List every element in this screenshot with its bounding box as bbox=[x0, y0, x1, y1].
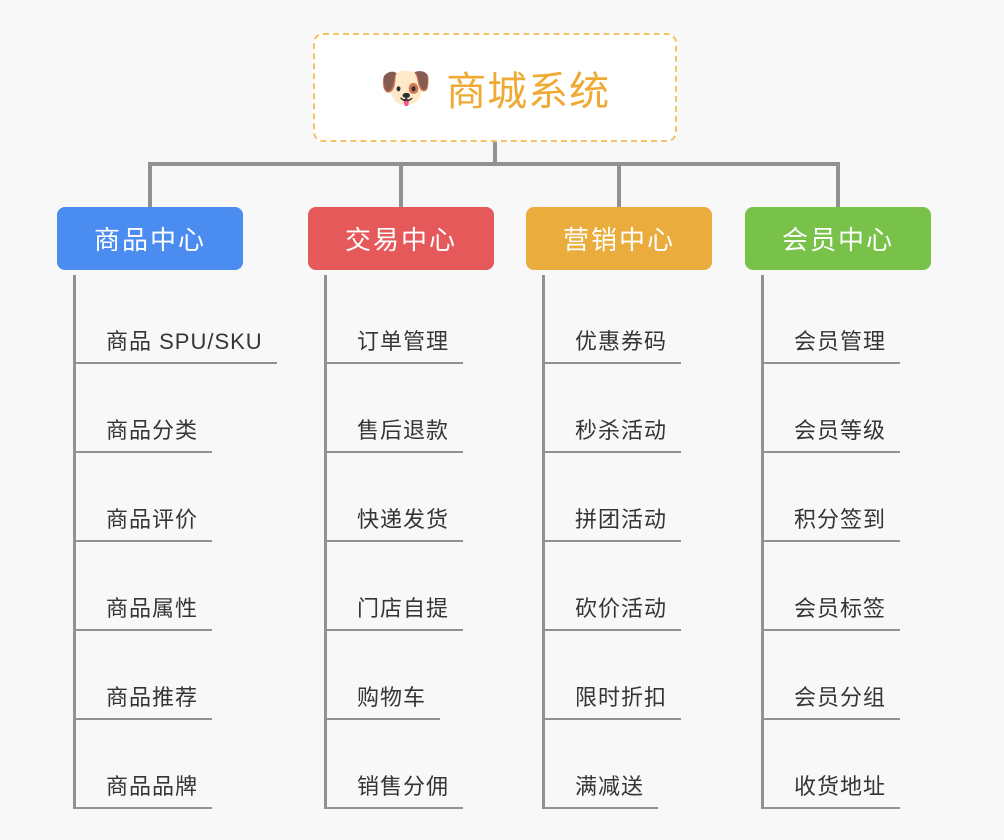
branch-items-2: 订单管理售后退款快递发货门店自提购物车销售分佣 bbox=[324, 275, 494, 809]
branch-item-underline: 商品评价 bbox=[76, 502, 213, 542]
branch-item-underline: 会员等级 bbox=[764, 413, 901, 453]
branch-item-underline: 订单管理 bbox=[327, 324, 464, 364]
branch-item-underline: 会员分组 bbox=[764, 680, 901, 720]
branch-item-underline: 商品推荐 bbox=[76, 680, 213, 720]
branch-item-underline: 商品品牌 bbox=[76, 769, 213, 809]
branch-item-underline: 门店自提 bbox=[327, 591, 464, 631]
branch-item-underline: 商品 SPU/SKU bbox=[76, 324, 277, 364]
connector-drop-3 bbox=[617, 162, 621, 207]
branch-item-label: 订单管理 bbox=[357, 329, 450, 354]
branch-item[interactable]: 收货地址 bbox=[764, 720, 931, 809]
branch-item-label: 积分签到 bbox=[794, 507, 887, 532]
branch-item[interactable]: 满减送 bbox=[545, 720, 712, 809]
branch-header-label: 会员中心 bbox=[781, 225, 894, 255]
branch-item[interactable]: 限时折扣 bbox=[545, 631, 712, 720]
shiba-dog-emoji-icon: 🐶 bbox=[379, 63, 433, 111]
branch-item-underline: 会员管理 bbox=[764, 324, 901, 364]
branch-item-underline: 快递发货 bbox=[327, 502, 464, 542]
branch-item-label: 销售分佣 bbox=[357, 774, 450, 799]
branch-header-2[interactable]: 交易中心 bbox=[308, 207, 494, 270]
branch-items-3: 优惠券码秒杀活动拼团活动砍价活动限时折扣满减送 bbox=[542, 275, 712, 809]
branch-item-underline: 秒杀活动 bbox=[545, 413, 682, 453]
branch-item[interactable]: 商品推荐 bbox=[76, 631, 243, 720]
branch-item-underline: 商品分类 bbox=[76, 413, 213, 453]
connector-root-stem bbox=[493, 142, 497, 166]
branch-header-label: 商品中心 bbox=[93, 225, 206, 255]
branch-item-underline: 购物车 bbox=[327, 680, 441, 720]
branch-item-label: 售后退款 bbox=[357, 418, 450, 443]
branch-header-label: 营销中心 bbox=[562, 225, 675, 255]
branch-item[interactable]: 商品评价 bbox=[76, 453, 243, 542]
branch-item-label: 收货地址 bbox=[794, 774, 887, 799]
branch-item[interactable]: 商品 SPU/SKU bbox=[76, 275, 277, 364]
branch-item-label: 商品品牌 bbox=[106, 774, 199, 799]
branch-item-underline: 售后退款 bbox=[327, 413, 464, 453]
branch-item-underline: 销售分佣 bbox=[327, 769, 464, 809]
branch-item-underline: 积分签到 bbox=[764, 502, 901, 542]
branch-header-3[interactable]: 营销中心 bbox=[526, 207, 712, 270]
root-node[interactable]: 🐶 商城系统 bbox=[313, 33, 677, 142]
branch-item[interactable]: 砍价活动 bbox=[545, 542, 712, 631]
branch-item-label: 购物车 bbox=[357, 685, 427, 710]
branch-item-label: 满减送 bbox=[575, 774, 645, 799]
branch-item[interactable]: 商品品牌 bbox=[76, 720, 243, 809]
branch-column-4: 会员中心会员管理会员等级积分签到会员标签会员分组收货地址 bbox=[745, 207, 931, 809]
branch-header-label: 交易中心 bbox=[344, 225, 457, 255]
branch-item[interactable]: 会员分组 bbox=[764, 631, 931, 720]
branch-header-1[interactable]: 商品中心 bbox=[57, 207, 243, 270]
branch-item-label: 会员分组 bbox=[794, 685, 887, 710]
branch-item-underline: 限时折扣 bbox=[545, 680, 682, 720]
branch-item[interactable]: 会员管理 bbox=[764, 275, 931, 364]
branch-item-label: 商品属性 bbox=[106, 596, 199, 621]
branch-item[interactable]: 拼团活动 bbox=[545, 453, 712, 542]
branch-item-underline: 优惠券码 bbox=[545, 324, 682, 364]
branch-item-underline: 满减送 bbox=[545, 769, 659, 809]
connector-drop-4 bbox=[836, 162, 840, 207]
branch-item[interactable]: 购物车 bbox=[327, 631, 494, 720]
connector-drop-2 bbox=[399, 162, 403, 207]
branch-item-label: 门店自提 bbox=[357, 596, 450, 621]
branch-item-underline: 收货地址 bbox=[764, 769, 901, 809]
branch-item-underline: 商品属性 bbox=[76, 591, 213, 631]
branch-item[interactable]: 优惠券码 bbox=[545, 275, 712, 364]
root-title: 商城系统 bbox=[446, 69, 611, 114]
branch-item-label: 快递发货 bbox=[357, 507, 450, 532]
branch-item-underline: 拼团活动 bbox=[545, 502, 682, 542]
branch-item[interactable]: 会员标签 bbox=[764, 542, 931, 631]
branch-item-label: 商品 SPU/SKU bbox=[106, 329, 263, 354]
branch-item[interactable]: 门店自提 bbox=[327, 542, 494, 631]
branch-column-1: 商品中心商品 SPU/SKU 商品分类商品评价商品属性商品推荐商品品牌 bbox=[57, 207, 277, 809]
branch-item-label: 秒杀活动 bbox=[575, 418, 668, 443]
connector-bus bbox=[148, 162, 840, 166]
branch-item-underline: 会员标签 bbox=[764, 591, 901, 631]
branch-items-4: 会员管理会员等级积分签到会员标签会员分组收货地址 bbox=[761, 275, 931, 809]
branch-item-label: 商品评价 bbox=[106, 507, 199, 532]
branch-items-1: 商品 SPU/SKU 商品分类商品评价商品属性商品推荐商品品牌 bbox=[73, 275, 277, 809]
branch-item[interactable]: 订单管理 bbox=[327, 275, 494, 364]
branch-item[interactable]: 商品分类 bbox=[76, 364, 243, 453]
branch-item-underline: 砍价活动 bbox=[545, 591, 682, 631]
branch-item-label: 限时折扣 bbox=[575, 685, 668, 710]
branch-column-3: 营销中心优惠券码秒杀活动拼团活动砍价活动限时折扣满减送 bbox=[526, 207, 712, 809]
branch-item[interactable]: 会员等级 bbox=[764, 364, 931, 453]
branch-item[interactable]: 积分签到 bbox=[764, 453, 931, 542]
branch-item[interactable]: 销售分佣 bbox=[327, 720, 494, 809]
branch-item[interactable]: 商品属性 bbox=[76, 542, 243, 631]
branch-column-2: 交易中心订单管理售后退款快递发货门店自提购物车销售分佣 bbox=[308, 207, 494, 809]
branch-item-label: 砍价活动 bbox=[575, 596, 668, 621]
connector-drop-1 bbox=[148, 162, 152, 207]
branch-item-label: 会员等级 bbox=[794, 418, 887, 443]
branch-item-label: 优惠券码 bbox=[575, 329, 668, 354]
branch-item-label: 会员管理 bbox=[794, 329, 887, 354]
branch-item[interactable]: 秒杀活动 bbox=[545, 364, 712, 453]
branch-item[interactable]: 快递发货 bbox=[327, 453, 494, 542]
branch-item-label: 商品推荐 bbox=[106, 685, 199, 710]
branch-item[interactable]: 售后退款 bbox=[327, 364, 494, 453]
branch-header-4[interactable]: 会员中心 bbox=[745, 207, 931, 270]
branch-item-label: 商品分类 bbox=[106, 418, 199, 443]
branch-item-label: 拼团活动 bbox=[575, 507, 668, 532]
branch-item-label: 会员标签 bbox=[794, 596, 887, 621]
